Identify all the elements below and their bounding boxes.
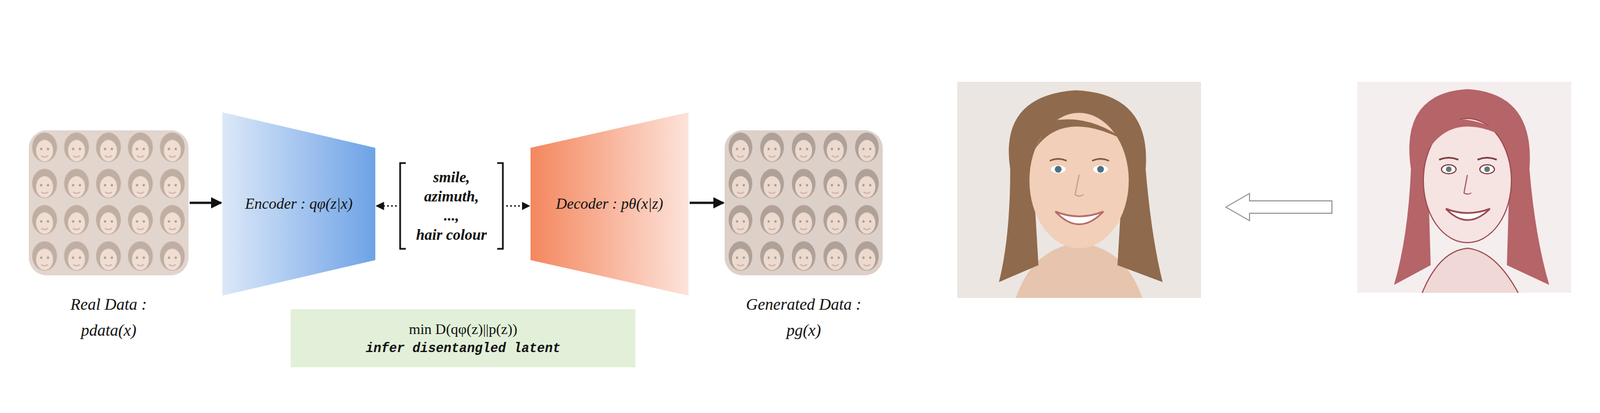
data-grid: Real Data :pdata(x) [28,130,189,276]
data-label: pdata(x) [6,317,212,344]
objective-box: min D(qφ(z)||p(z))infer disentangled lat… [290,309,636,368]
face-sketch [1357,81,1572,293]
node-title: Encoder : qφ(z|x) [244,195,353,213]
hollow-arrow [1225,193,1332,221]
generated-face-grid [724,130,883,276]
data-caption: Real Data :pdata(x) [6,291,212,344]
data-grid: Generated Data :pg(x) [724,130,883,276]
latent-factor: ..., [444,205,460,226]
arrow-connector [689,202,724,205]
data-label: Real Data : [6,291,212,318]
face-photo [957,81,1201,298]
trapezoid [222,112,376,296]
dotted-connector [376,205,397,208]
node-title: Decoder : pθ(x|z) [555,195,664,213]
right-bracket [497,163,503,249]
real-face-grid [28,130,189,276]
encoder-trapezoid: Encoder : qφ(z|x) [222,112,376,296]
trapezoid [530,112,689,296]
node-shape [28,130,189,276]
left-bracket [400,163,406,249]
decoder-trapezoid: Decoder : pθ(x|z) [530,112,689,296]
text-holder: min D(qφ(z)||p(z))infer disentangled lat… [290,309,636,368]
node-subtitle: infer disentangled latent [365,339,561,358]
dotted-connector [506,205,530,208]
data-label: Generated Data : [702,291,906,318]
text-holder: Decoder : pθ(x|z) [530,112,689,296]
data-caption: Generated Data :pg(x) [702,291,906,344]
data-label: pg(x) [702,317,906,344]
node-title: min D(qφ(z)||p(z)) [408,319,517,340]
latent-factor: azimuth, [424,186,480,206]
latent-factor: hair colour [415,225,487,245]
arrow-connector [189,202,222,205]
text-holder: Encoder : qφ(z|x) [222,112,376,296]
box-fill [290,309,636,368]
latent-vector: smile,azimuth,...,hair colour [397,160,506,252]
latent-factor: smile, [432,167,470,187]
node-shape [724,130,883,276]
node-shape [290,309,636,368]
text-holder: smile,azimuth,...,hair colour [397,160,506,252]
